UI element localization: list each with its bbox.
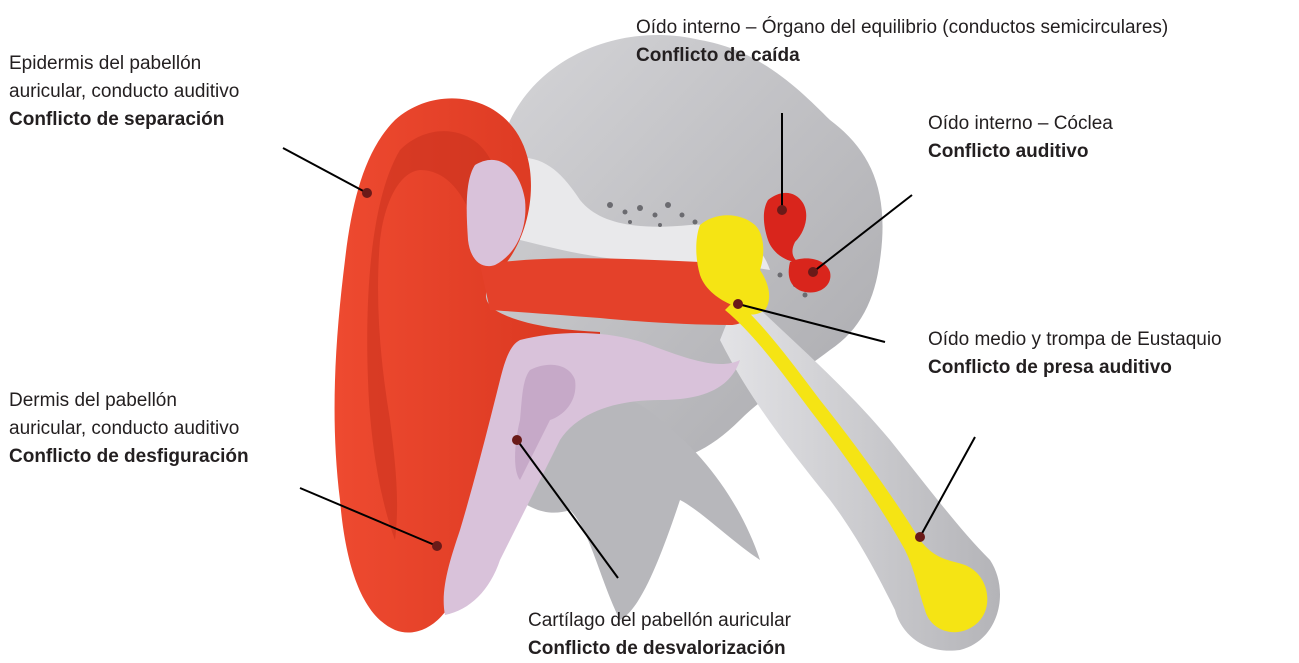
cartilago-conflict: Conflicto de desvalorización [528, 635, 791, 663]
label-medio: Oído medio y trompa de Eustaquio Conflic… [928, 326, 1222, 382]
dermis-conflict: Conflicto de desfiguración [9, 443, 249, 471]
dot-epidermis [362, 188, 372, 198]
equilibrio-conflict: Conflicto de caída [636, 42, 1168, 70]
dot-coclea [808, 267, 818, 277]
label-epidermis: Epidermis del pabellón auricular, conduc… [9, 50, 239, 134]
dot-cartilago [512, 435, 522, 445]
dermis-line1: Dermis del pabellón [9, 387, 249, 415]
label-cartilago: Cartílago del pabellón auricular Conflic… [528, 607, 791, 663]
dot-medio [733, 299, 743, 309]
epidermis-line2: auricular, conducto auditivo [9, 78, 239, 106]
medio-line1: Oído medio y trompa de Eustaquio [928, 326, 1222, 354]
epidermis-conflict: Conflicto de separación [9, 106, 239, 134]
label-dermis: Dermis del pabellón auricular, conducto … [9, 387, 249, 471]
equilibrio-line1: Oído interno – Órgano del equilibrio (co… [636, 14, 1168, 42]
coclea-conflict: Conflicto auditivo [928, 138, 1113, 166]
cartilago-line1: Cartílago del pabellón auricular [528, 607, 791, 635]
coclea-line1: Oído interno – Cóclea [928, 110, 1113, 138]
epidermis-line1: Epidermis del pabellón [9, 50, 239, 78]
dot-tube [915, 532, 925, 542]
dermis-line2: auricular, conducto auditivo [9, 415, 249, 443]
dot-dermis [432, 541, 442, 551]
label-equilibrio: Oído interno – Órgano del equilibrio (co… [636, 14, 1168, 70]
medio-conflict: Conflicto de presa auditivo [928, 354, 1222, 382]
dot-equilibrio [777, 205, 787, 215]
leader-line-epidermis [283, 148, 367, 193]
label-coclea: Oído interno – Cóclea Conflicto auditivo [928, 110, 1113, 166]
